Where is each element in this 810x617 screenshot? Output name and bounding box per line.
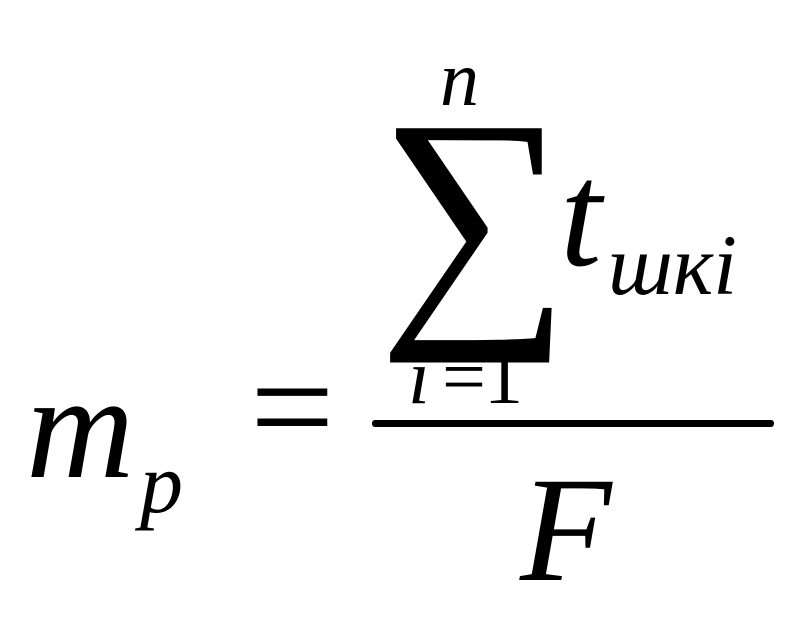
equals-sign: = bbox=[250, 324, 335, 490]
denominator: F bbox=[520, 447, 612, 613]
sum-lower-equals: = bbox=[442, 333, 486, 420]
lhs-subscript: p bbox=[140, 435, 183, 531]
fraction-bar bbox=[372, 420, 774, 427]
sum-lower-start: 1 bbox=[484, 333, 523, 420]
sum-lower-index: i bbox=[408, 333, 430, 420]
sum-upper-limit: n bbox=[440, 35, 479, 122]
summand-subscript: шкі bbox=[608, 217, 738, 313]
lhs-variable: m bbox=[26, 344, 135, 510]
summand-variable: t bbox=[560, 132, 602, 298]
summation-symbol: ∑ bbox=[378, 65, 571, 364]
